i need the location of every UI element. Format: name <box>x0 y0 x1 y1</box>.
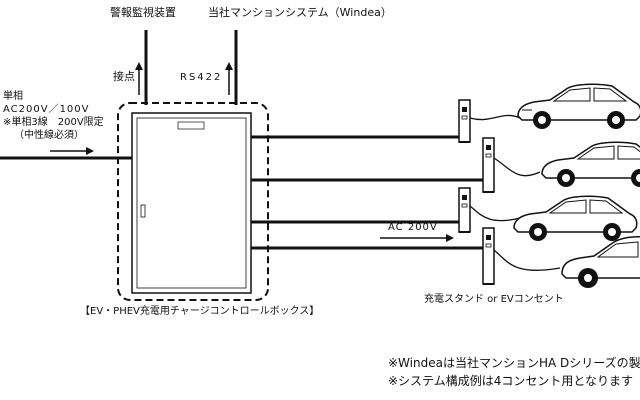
ev-car-4 <box>561 236 640 288</box>
charging-cable-2 <box>493 157 541 177</box>
contact-label: 接点 <box>113 70 135 83</box>
control-box-door <box>136 117 247 289</box>
charger-stand-2 <box>482 137 495 193</box>
rs422-label: RS422 <box>180 72 223 83</box>
charging-cable-3 <box>469 205 521 222</box>
ev-car-1 <box>517 83 640 129</box>
footnote-windea: ※Windeaは当社マンションHA Dシリーズの製 <box>388 356 640 370</box>
ev-car-2 <box>541 141 640 187</box>
ev-car-3 <box>513 195 638 241</box>
charging-cable-4 <box>493 249 561 271</box>
input-note-label: ※単相3線 200V限定 <box>3 117 104 128</box>
control-box-name-label: 【EV・PHEV充電用チャージコントロールボックス】 <box>80 306 320 317</box>
charger-stand-label: 充電スタンド or EVコンセント <box>424 294 564 305</box>
box-enclosure-dashed <box>117 102 269 301</box>
mansion-system-label: 当社マンションシステム（Windea） <box>208 6 392 19</box>
ac200v-label: AC 200V <box>388 222 438 233</box>
charger-stand-3 <box>458 187 471 233</box>
charging-cable-1 <box>469 114 521 121</box>
control-box-nameplate <box>177 121 205 130</box>
alarm-device-label: 警報監視装置 <box>110 6 176 19</box>
input-phase-label: 単相 <box>3 91 23 102</box>
control-box-handle <box>140 204 146 218</box>
control-box-cabinet <box>131 112 252 294</box>
input-voltage-label: AC200V／100V <box>3 104 90 115</box>
footnote-system-config: ※システム構成例は4コンセント用となります <box>388 374 633 388</box>
charger-stand-4 <box>482 227 495 285</box>
charger-stand-1 <box>458 99 471 143</box>
input-note2-label: （中性線必須） <box>14 130 84 141</box>
